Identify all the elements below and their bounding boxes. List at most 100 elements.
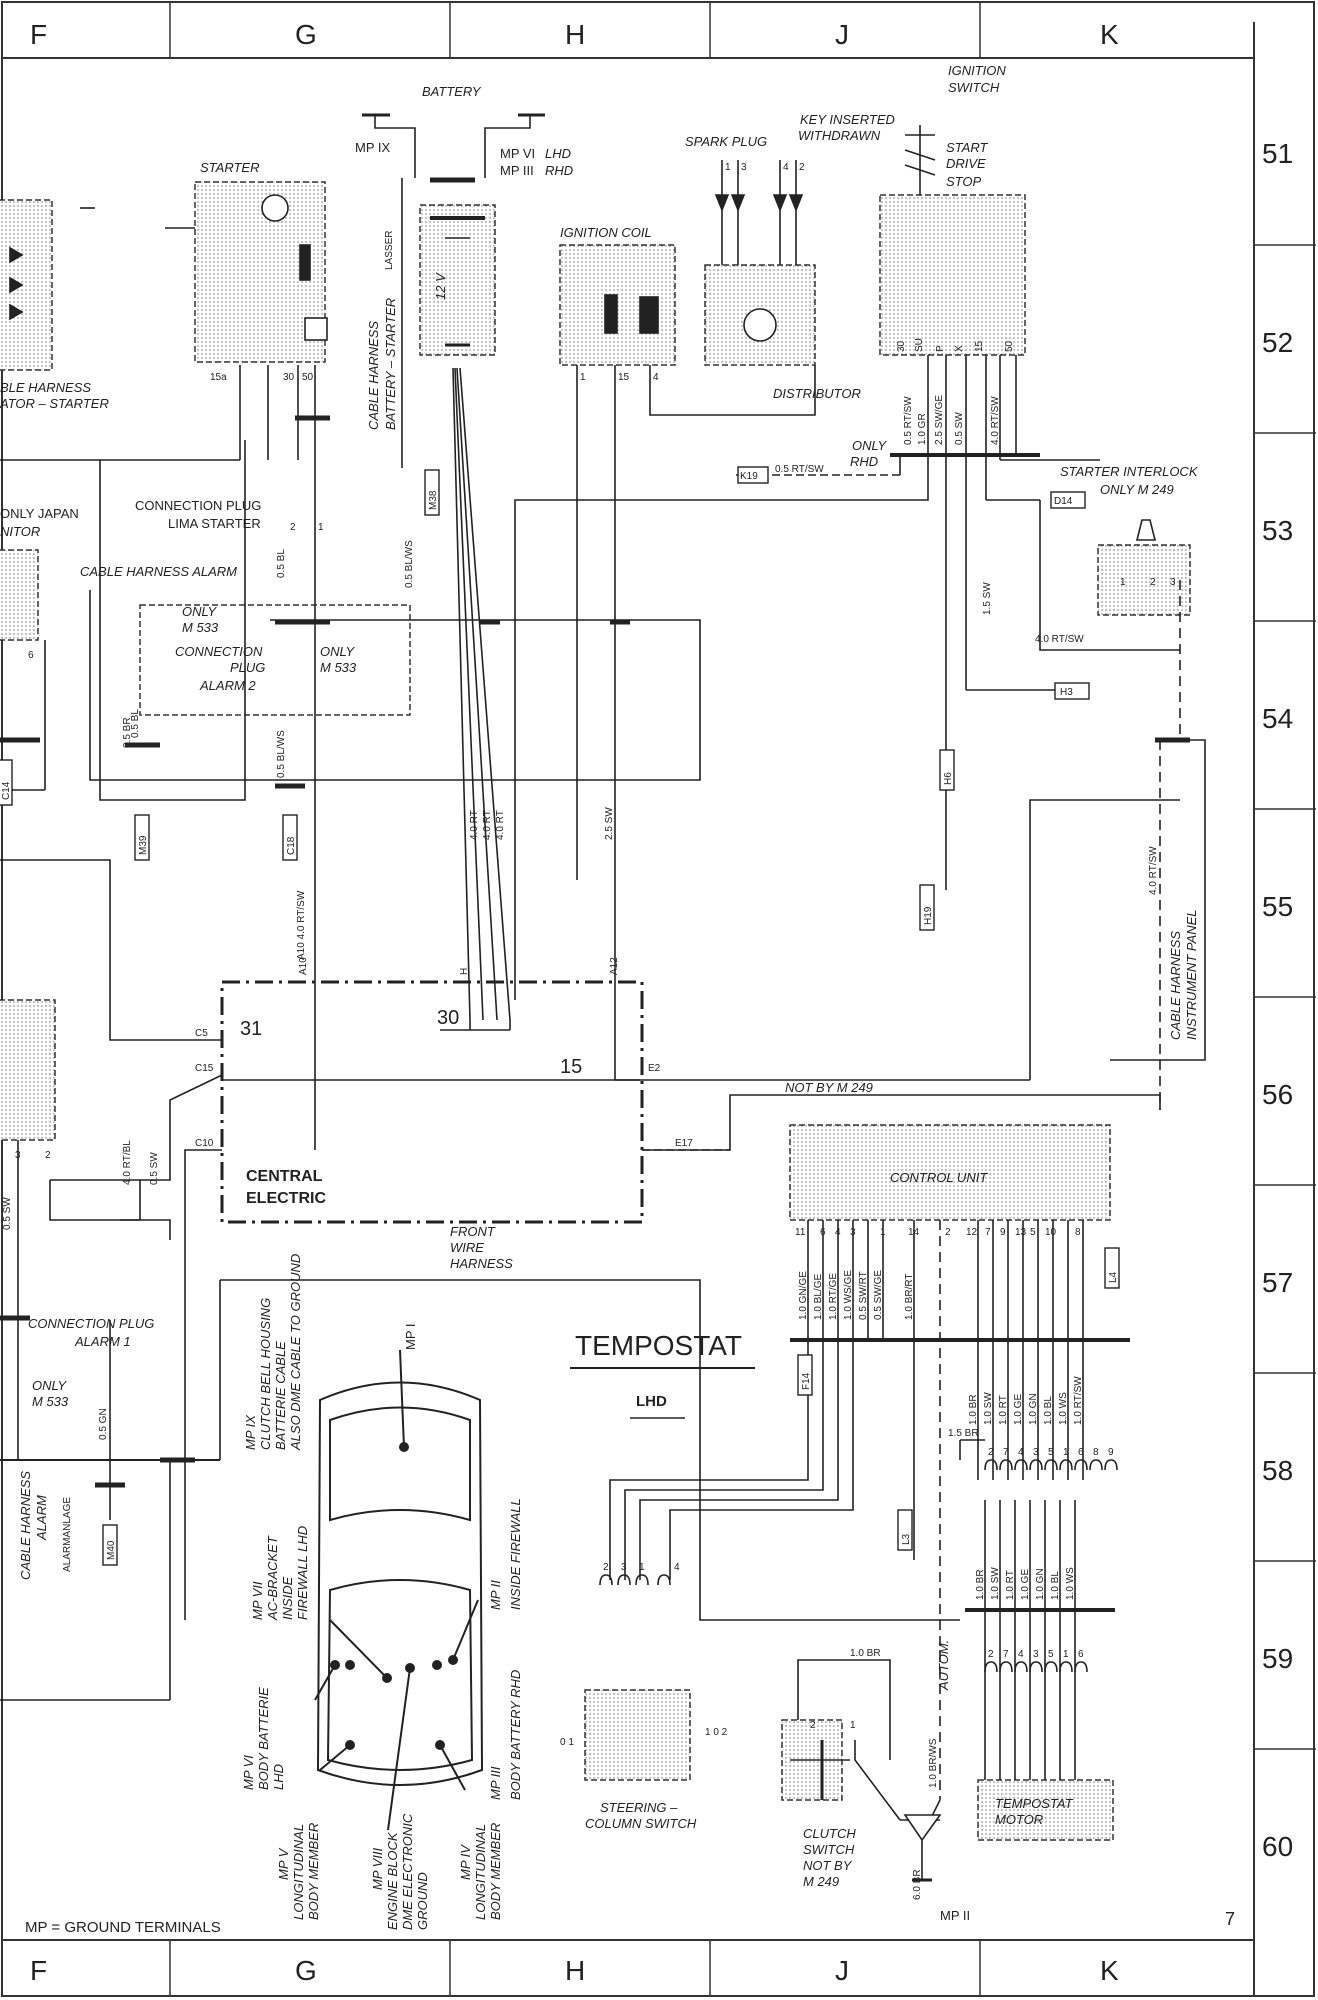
svg-text:M38: M38 <box>428 490 439 510</box>
svg-text:30: 30 <box>896 340 907 352</box>
svg-text:E17: E17 <box>675 1138 693 1149</box>
svg-text:FIREWALL LHD: FIREWALL LHD <box>295 1526 310 1620</box>
svg-text:ONLY: ONLY <box>32 1378 68 1393</box>
col-H-bottom: H <box>565 1955 585 1986</box>
column-dividers <box>169 2 981 1996</box>
svg-text:M 533: M 533 <box>320 660 357 675</box>
svg-text:GROUND: GROUND <box>415 1872 430 1930</box>
svg-text:M 249: M 249 <box>803 1874 839 1889</box>
svg-text:1: 1 <box>1120 577 1126 588</box>
svg-text:0.5 SW: 0.5 SW <box>954 412 965 445</box>
svg-text:1: 1 <box>850 1720 856 1731</box>
svg-text:M 533: M 533 <box>32 1394 69 1409</box>
svg-text:1.0 BL/GE: 1.0 BL/GE <box>813 1274 824 1320</box>
svg-text:12: 12 <box>966 1227 978 1238</box>
svg-text:1.0 GN: 1.0 GN <box>1035 1568 1046 1600</box>
svg-text:0.5 SW: 0.5 SW <box>149 1152 160 1185</box>
svg-text:4.0 RT/SW: 4.0 RT/SW <box>1148 846 1159 895</box>
left-box-1 <box>0 549 39 641</box>
battery-box <box>419 204 496 356</box>
svg-text:L4: L4 <box>1108 1271 1119 1283</box>
svg-text:5: 5 <box>1030 1227 1036 1238</box>
svg-text:MOTOR: MOTOR <box>995 1812 1043 1827</box>
svg-text:0.5 SW/RT: 0.5 SW/RT <box>858 1271 869 1320</box>
svg-text:1.0 GN: 1.0 GN <box>1028 1393 1039 1425</box>
steering-switch-box <box>584 1689 691 1781</box>
alternator-box <box>0 199 53 371</box>
svg-text:TEMPOSTAT: TEMPOSTAT <box>995 1796 1074 1811</box>
svg-text:1.0 RT: 1.0 RT <box>998 1395 1009 1425</box>
svg-text:58: 58 <box>1262 1455 1293 1486</box>
wires <box>0 178 1206 1880</box>
svg-text:WIRE: WIRE <box>450 1240 484 1255</box>
svg-text:4: 4 <box>1018 1447 1024 1458</box>
svg-text:4: 4 <box>783 162 789 173</box>
svg-text:2: 2 <box>1150 577 1156 588</box>
svg-text:2: 2 <box>988 1447 994 1458</box>
svg-text:MP II: MP II <box>940 1908 970 1923</box>
svg-text:4.0 RT/SW: 4.0 RT/SW <box>990 396 1001 445</box>
column-letters-top: F G H J K <box>30 19 1119 50</box>
svg-text:LHD: LHD <box>271 1764 286 1790</box>
svg-text:2: 2 <box>810 1720 816 1731</box>
svg-text:1.0 BL: 1.0 BL <box>1043 1396 1054 1425</box>
svg-text:1.0 SW: 1.0 SW <box>990 1567 1001 1600</box>
svg-text:3: 3 <box>15 1150 21 1161</box>
svg-text:1.0 RT/SW: 1.0 RT/SW <box>1073 1376 1084 1425</box>
svg-text:53: 53 <box>1262 515 1293 546</box>
battery-12v-label: 12 V <box>433 272 448 300</box>
central-electric-label-2: ELECTRIC <box>246 1190 326 1207</box>
starter-interlock-label: STARTER INTERLOCK <box>1060 464 1199 479</box>
component-boxes <box>0 181 1191 1841</box>
svg-text:RHD: RHD <box>850 454 878 469</box>
splice-bars <box>0 177 1190 1488</box>
svg-text:MP VII: MP VII <box>250 1581 265 1620</box>
svg-text:ALARMANLAGE: ALARMANLAGE <box>62 1497 73 1572</box>
svg-text:H19: H19 <box>923 906 934 925</box>
svg-text:3: 3 <box>1033 1649 1039 1660</box>
svg-text:4.0 RT: 4.0 RT <box>495 810 506 840</box>
svg-text:INSIDE: INSIDE <box>280 1576 295 1620</box>
tempostat-title: TEMPOSTAT <box>575 1330 742 1361</box>
svg-text:MP I: MP I <box>403 1324 418 1351</box>
svg-text:15a: 15a <box>210 372 227 383</box>
svg-text:ALARM 2: ALARM 2 <box>199 678 256 693</box>
svg-text:INSTRUMENT PANEL: INSTRUMENT PANEL <box>1184 910 1199 1041</box>
svg-text:MP IV: MP IV <box>458 1844 473 1880</box>
svg-text:11: 11 <box>795 1227 806 1238</box>
col-H: H <box>565 19 585 50</box>
svg-text:BODY MEMBER: BODY MEMBER <box>488 1823 503 1920</box>
svg-text:0.5 BL: 0.5 BL <box>276 549 287 578</box>
svg-text:BATTERIE CABLE: BATTERIE CABLE <box>273 1341 288 1450</box>
svg-text:FRONT: FRONT <box>450 1224 496 1239</box>
svg-text:50: 50 <box>1004 340 1015 352</box>
only-m249-label: ONLY M 249 <box>1100 482 1174 497</box>
svg-text:52: 52 <box>1262 327 1293 358</box>
svg-text:0.5 BL/WS: 0.5 BL/WS <box>404 540 415 588</box>
svg-text:54: 54 <box>1262 703 1293 734</box>
svg-text:CONNECTION: CONNECTION <box>175 644 263 659</box>
svg-text:X: X <box>954 345 965 352</box>
svg-text:15: 15 <box>618 372 630 383</box>
svg-text:C18: C18 <box>286 836 297 855</box>
svg-text:1.0 SW: 1.0 SW <box>983 1392 994 1425</box>
svg-text:BODY BATTERIE: BODY BATTERIE <box>256 1687 271 1790</box>
svg-text:K19: K19 <box>740 471 758 482</box>
svg-text:1: 1 <box>639 1562 645 1573</box>
svg-text:A10: A10 <box>298 957 309 975</box>
svg-text:BODY MEMBER: BODY MEMBER <box>306 1823 321 1920</box>
svg-text:14: 14 <box>908 1227 920 1238</box>
car-outline <box>314 1349 484 1831</box>
svg-text:BODY BATTERY RHD: BODY BATTERY RHD <box>508 1670 523 1800</box>
svg-text:CABLE HARNESS: CABLE HARNESS <box>366 321 381 430</box>
svg-text:2: 2 <box>945 1227 951 1238</box>
svg-text:2: 2 <box>45 1150 51 1161</box>
svg-text:SU: SU <box>914 338 925 352</box>
svg-text:C15: C15 <box>195 1063 214 1074</box>
interlock-box <box>1097 544 1191 616</box>
svg-text:7: 7 <box>1003 1447 1009 1458</box>
svg-text:MP III: MP III <box>488 1766 503 1800</box>
svg-text:55: 55 <box>1262 891 1293 922</box>
